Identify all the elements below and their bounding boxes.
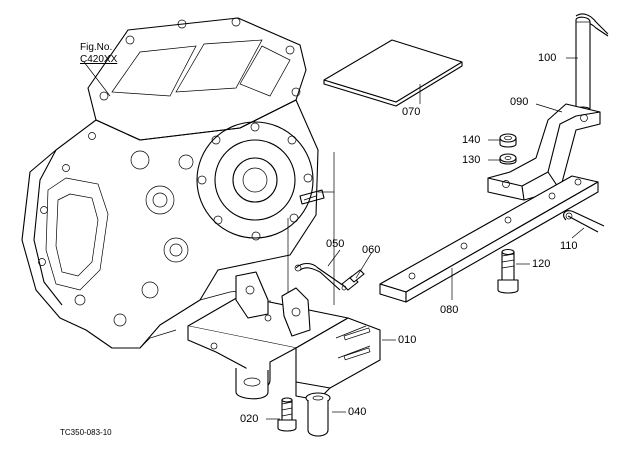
part-120-bolt <box>497 248 519 294</box>
figure-number: Fig.No. C420XX <box>80 42 117 66</box>
callout-070: 070 <box>402 106 421 118</box>
part-020-bolt <box>277 397 297 432</box>
callout-090: 090 <box>510 96 529 108</box>
callout-130: 130 <box>462 154 481 166</box>
part-050-clip <box>294 262 345 291</box>
part-090-bracket-arm <box>487 103 601 201</box>
part-070-pad <box>323 39 463 107</box>
part-040-pin <box>305 392 331 437</box>
callout-020: 020 <box>240 413 259 425</box>
part-060-fitting <box>341 269 365 291</box>
transmission-housing <box>21 17 325 349</box>
part-140-nut <box>499 133 517 148</box>
part-130-washer <box>499 153 517 165</box>
figure-number-label: Fig.No. <box>80 42 113 53</box>
callout-100: 100 <box>538 52 557 64</box>
callout-060: 060 <box>362 244 381 256</box>
part-100-pin <box>575 13 609 116</box>
callout-110: 110 <box>560 240 578 252</box>
figure-number-value: C420XX <box>80 54 118 65</box>
callout-010: 010 <box>398 334 417 346</box>
callout-140: 140 <box>462 134 481 146</box>
part-010-bracket <box>187 271 381 401</box>
callout-040: 040 <box>348 406 367 418</box>
callout-080: 080 <box>440 304 459 316</box>
part-110-clip <box>563 210 605 233</box>
leader-lines <box>83 57 585 420</box>
callout-120: 120 <box>532 258 551 270</box>
callout-050: 050 <box>326 238 345 250</box>
drawing-code: TC350-083-10 <box>60 428 112 437</box>
part-080-drawbar <box>379 175 599 303</box>
